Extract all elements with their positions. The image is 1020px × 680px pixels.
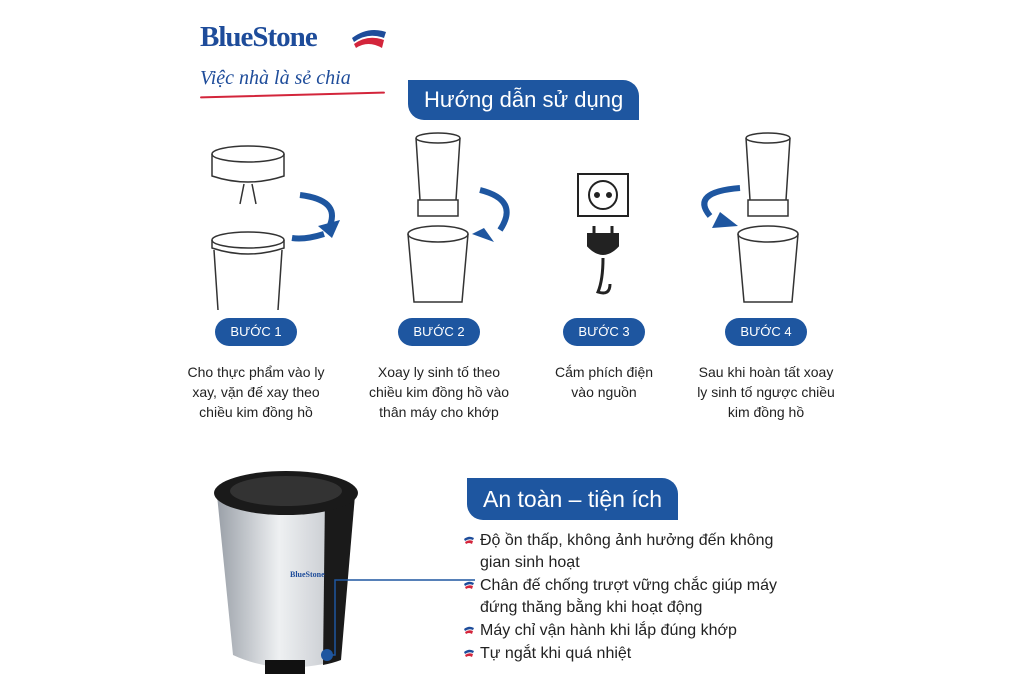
- step3-badge: BƯỚC 3: [563, 318, 645, 346]
- bullet-swoosh-icon: [464, 536, 474, 544]
- slogan-underline: [200, 91, 385, 99]
- brand-swoosh-icon: [352, 30, 386, 48]
- step1-badge: BƯỚC 1: [215, 318, 297, 346]
- feature-item: Tự ngắt khi quá nhiệt: [464, 643, 631, 665]
- bullet-swoosh-icon: [464, 649, 474, 657]
- step3-plug-icon: [577, 173, 629, 295]
- step1-illustration: [211, 145, 340, 310]
- product-logo: BlueStone: [290, 570, 325, 579]
- usage-title: Hướng dẫn sử dụng: [408, 80, 640, 120]
- step2-illustration: [407, 132, 510, 303]
- step4-badge: BƯỚC 4: [725, 318, 807, 346]
- safety-title: An toàn – tiện ích: [467, 478, 679, 520]
- feature-item: Máy chỉ vận hành khi lắp đúng khớp: [464, 620, 737, 642]
- step4-illustration: [701, 132, 799, 303]
- brand-logo: BlueStone: [200, 21, 318, 53]
- bullet-swoosh-icon: [464, 581, 474, 589]
- callout-line: [328, 579, 475, 656]
- step2-badge: BƯỚC 2: [398, 318, 480, 346]
- slogan: Việc nhà là sẻ chia: [200, 67, 351, 89]
- bullet-swoosh-icon: [464, 626, 474, 634]
